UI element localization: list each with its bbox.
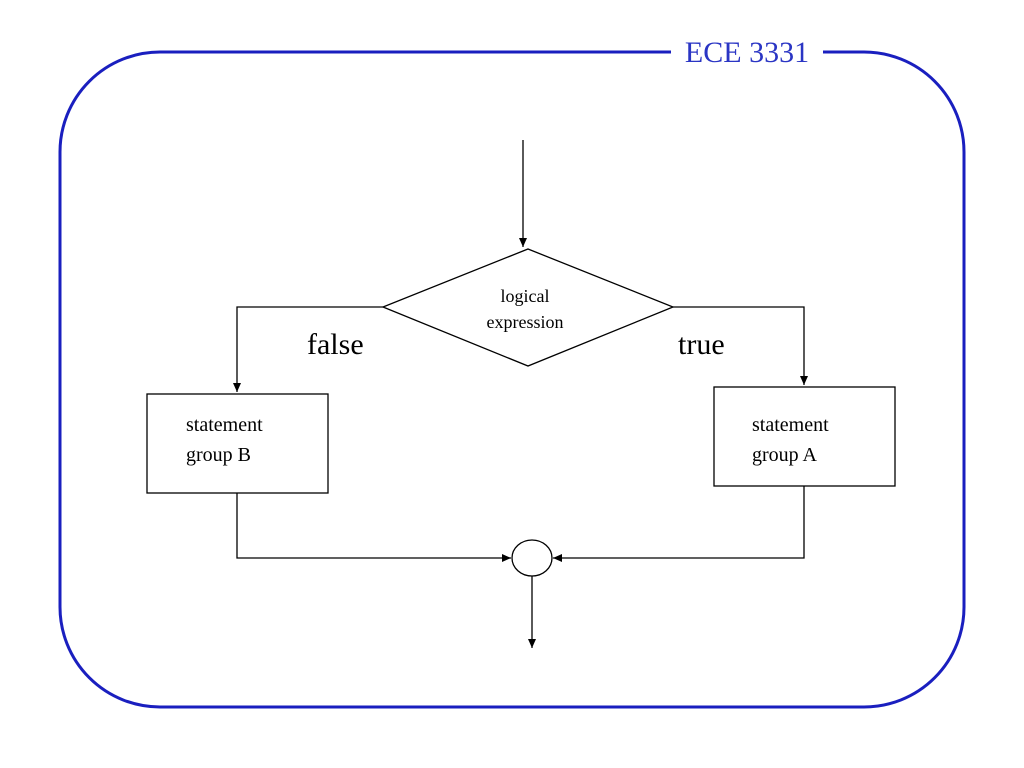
- true-branch-connector: [673, 306, 808, 385]
- false-branch-label: false: [307, 328, 364, 361]
- decision-label-line-1: logical: [500, 286, 550, 306]
- course-label: ECE 3331: [671, 33, 823, 73]
- statement-group-b-line-1: statement: [186, 414, 263, 436]
- statement-group-b-label: statement group B: [186, 410, 263, 470]
- decision-label: logical expression: [460, 283, 590, 335]
- statement-group-b-box: [146, 393, 329, 494]
- slide-frame: [58, 50, 966, 709]
- merge-point-circle: [511, 539, 553, 577]
- decision-label-line-2: expression: [486, 312, 564, 332]
- statement-group-a-label: statement group A: [752, 410, 829, 470]
- decision-diamond: [381, 248, 675, 367]
- statement-group-a-line-2: group A: [752, 444, 817, 466]
- merge-connector-from-a: [553, 486, 805, 562]
- statement-group-b-line-2: group B: [186, 444, 251, 466]
- true-branch-label: true: [678, 328, 725, 361]
- false-branch-connector: [233, 306, 383, 392]
- statement-group-a-line-1: statement: [752, 414, 829, 436]
- merge-connector-from-b: [236, 493, 511, 562]
